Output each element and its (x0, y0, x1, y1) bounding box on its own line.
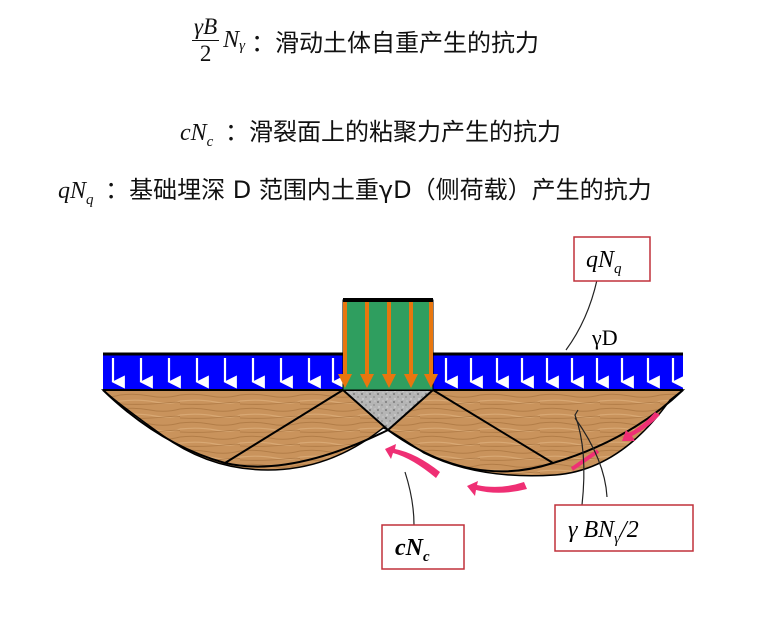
term-description: ：基础埋深 D 范围内土重γD（侧荷载）产生的抗力 (105, 176, 652, 204)
term-description: ：滑裂面上的粘聚力产生的抗力 (224, 118, 561, 146)
cnc-sub: c (423, 549, 430, 565)
gamma-b-over-2-fraction: γB 2 (192, 14, 220, 67)
footing-load-arrows (338, 302, 438, 388)
svg-text:cNc: cNc (395, 535, 430, 565)
n-symbol: N (223, 27, 240, 53)
n-subscript: c (206, 134, 214, 150)
fraction-numerator: γB (192, 14, 220, 41)
q-coefficient: q (58, 178, 70, 204)
resistance-arrows (385, 412, 660, 496)
n-symbol: N (70, 178, 87, 204)
gbn-sub: γ (614, 531, 621, 547)
label-gamma-d: γD (591, 325, 618, 350)
label-qnq: qNq (573, 236, 651, 282)
gbn-post: /2 (618, 517, 639, 543)
term-description: ：滑动土体自重产生的抗力 (251, 29, 540, 57)
n-subscript: q (86, 192, 94, 208)
label-cnc: cNc (381, 524, 465, 570)
qnq-sub: q (614, 261, 622, 277)
n-subscript: γ (239, 38, 246, 54)
fraction-denominator: 2 (199, 41, 212, 66)
svg-text:qNq: qNq (586, 247, 622, 277)
label-gamma-bn: γ BNγ/2 (554, 504, 694, 552)
surcharge-arrows (111, 358, 685, 389)
cnc-main: cN (395, 535, 425, 561)
leader-lines (404, 279, 608, 526)
slip-lines (102, 389, 684, 473)
c-coefficient: c (180, 120, 191, 146)
svg-text:γ BNγ/2: γ BNγ/2 (568, 517, 639, 547)
qnq-main: qN (586, 247, 616, 273)
gbn-pre: γ BN (568, 517, 616, 543)
n-symbol: N (190, 120, 207, 146)
